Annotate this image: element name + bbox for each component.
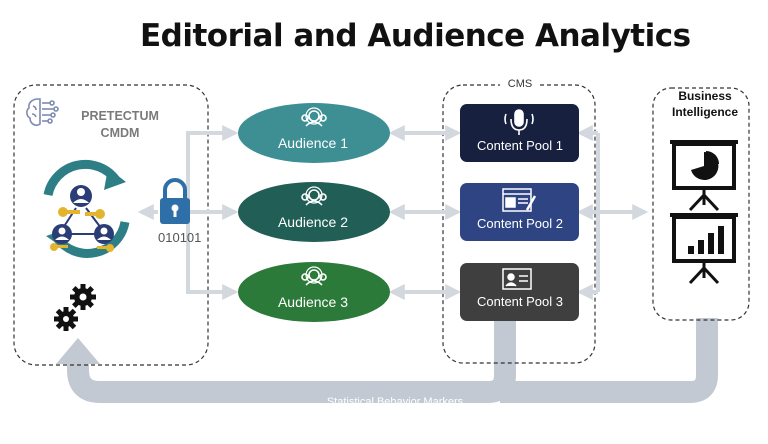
- brain-network-icon: [26, 98, 59, 126]
- audience-2: [238, 182, 390, 242]
- pretectum-container: [13, 84, 209, 366]
- content-pool-2-label: Content Pool 2: [476, 216, 563, 231]
- audience-1-label: Audience 1: [277, 135, 349, 151]
- video-card-icon: [502, 268, 532, 290]
- person-right-icon: [94, 224, 114, 244]
- audience-1: [238, 103, 390, 163]
- pretectum-label-line1: PRETECTUM: [81, 109, 159, 123]
- audience-people-icon: [301, 107, 327, 286]
- feedback-label: Statistical Behavior Markers: [326, 396, 464, 408]
- cms-label: CMS: [500, 78, 540, 90]
- bi-label-line1: Business: [678, 89, 732, 103]
- cmdm-cycle-icon: [43, 159, 130, 258]
- content-pool-3-label: Content Pool 3: [476, 294, 563, 309]
- microphone-icon: [504, 109, 534, 135]
- bar-chart-presentation-icon: [670, 213, 738, 285]
- pool-bi-connectors: [576, 125, 649, 300]
- content-pool-2: [460, 183, 579, 241]
- binary-label: 010101: [158, 230, 202, 245]
- audience-3: [238, 262, 390, 322]
- lock-connectors: [137, 125, 239, 300]
- pretectum-label: PRETECTUM CMDM: [70, 108, 170, 142]
- gears-icon: [54, 284, 96, 331]
- audience-3-label: Audience 3: [277, 294, 349, 310]
- bi-container: [652, 87, 750, 321]
- key-icon: [50, 207, 114, 252]
- person-top-icon: [70, 185, 92, 207]
- content-pool-3: [460, 263, 579, 321]
- bi-label: Business Intelligence: [660, 88, 750, 120]
- content-pool-1-label: Content Pool 1: [476, 138, 563, 153]
- audience-2-label: Audience 2: [277, 214, 349, 230]
- pie-chart-presentation-icon: [670, 140, 738, 212]
- article-icon: [502, 188, 537, 212]
- person-left-icon: [52, 224, 72, 244]
- pretectum-label-line2: CMDM: [100, 126, 140, 140]
- page-title: Editorial and Audience Analytics: [140, 18, 691, 54]
- bi-label-line2: Intelligence: [671, 105, 739, 119]
- feedback-arrow: [56, 318, 718, 403]
- lock-icon: [160, 178, 190, 224]
- audience-pool-arrows: [388, 125, 462, 300]
